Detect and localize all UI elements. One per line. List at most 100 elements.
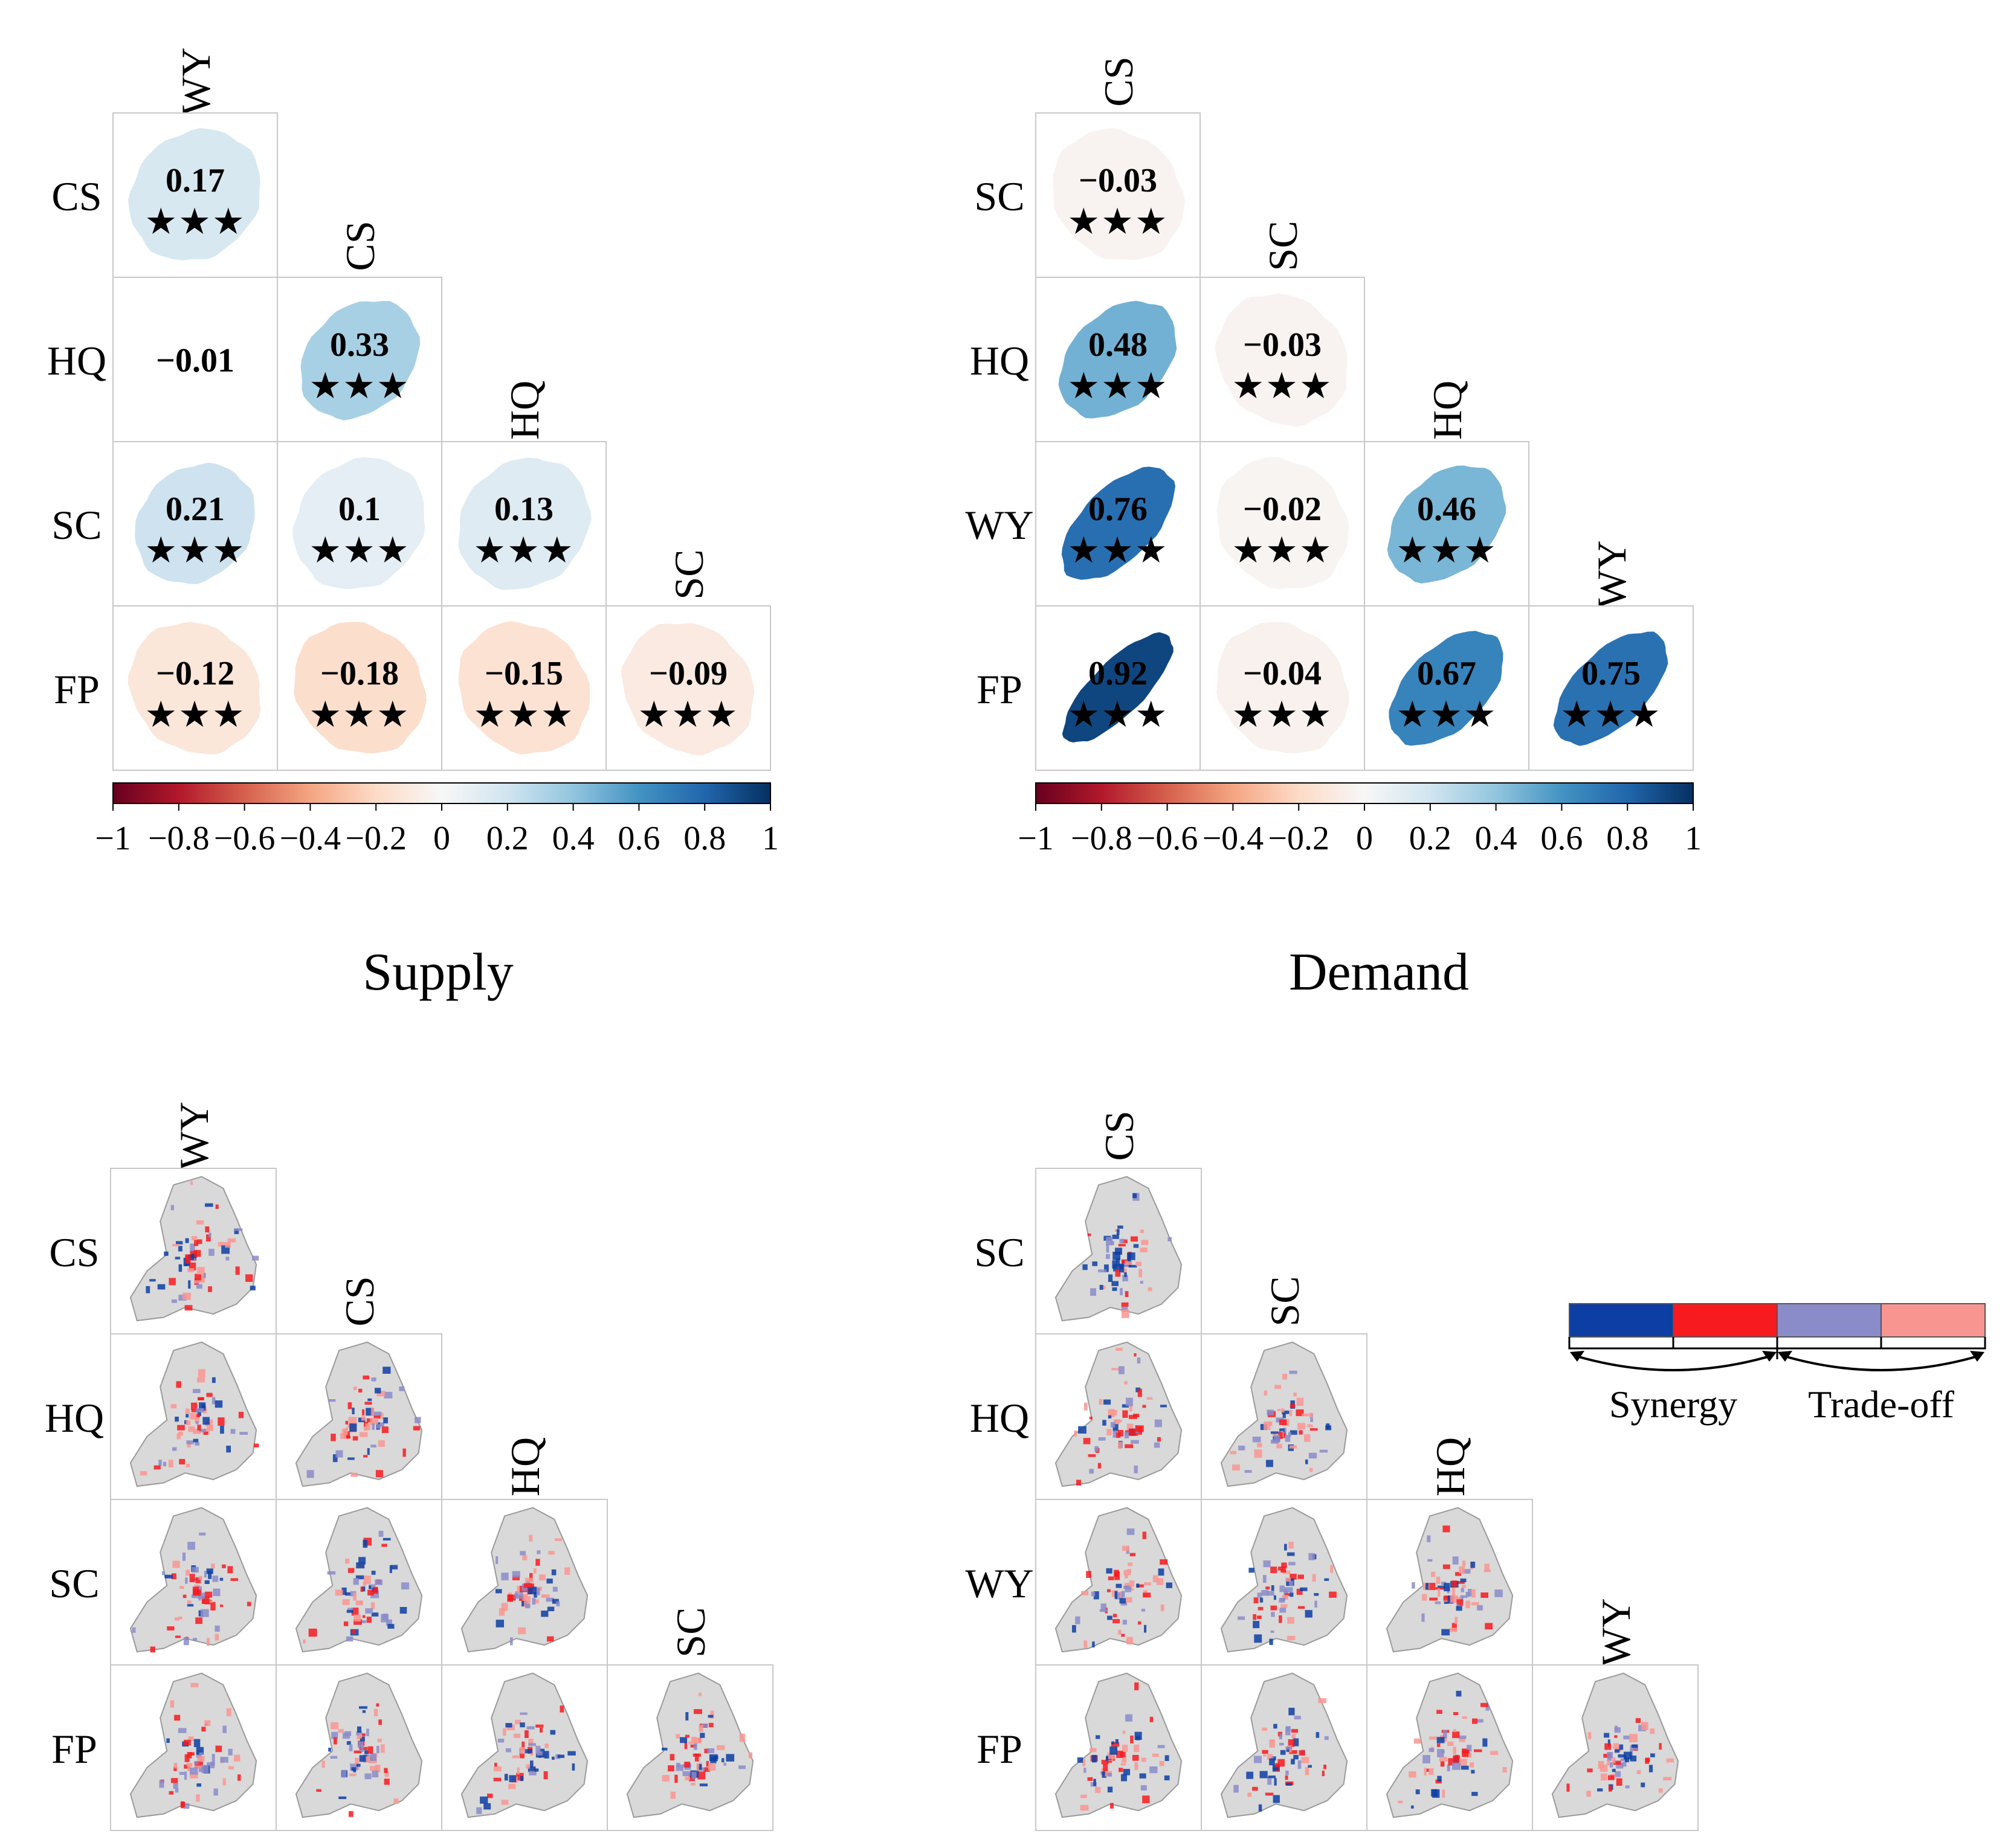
map-pixel-patch — [1083, 1438, 1091, 1444]
map-pixel-patch — [1613, 1743, 1619, 1750]
map-pixel-patch — [226, 1708, 231, 1716]
map-pixel-patch — [1297, 1606, 1305, 1609]
map-pixel-patch — [1274, 1778, 1277, 1786]
map-pixel-patch — [535, 1753, 544, 1758]
map-pixel-patch — [1480, 1702, 1488, 1707]
map-pixel-patch — [1080, 1805, 1089, 1811]
map-pixel-patch — [360, 1745, 364, 1752]
map-pixel-patch — [179, 1772, 185, 1775]
map-pixel-patch — [176, 1241, 183, 1244]
map-pixel-patch — [536, 1588, 540, 1595]
map-pixel-patch — [1125, 1444, 1134, 1449]
map-pixel-patch — [1132, 1193, 1137, 1199]
map-pixel-patch — [1296, 1397, 1304, 1406]
map-pixel-patch — [1142, 1531, 1146, 1539]
map-pixel-patch — [1280, 1408, 1285, 1413]
map-pixel-patch — [1280, 1569, 1287, 1573]
map-pixel-patch — [738, 1765, 746, 1769]
map-pixel-patch — [539, 1574, 546, 1581]
map-pixel-patch — [1636, 1770, 1641, 1774]
map-pixel-patch — [1100, 1603, 1106, 1611]
map-pixel-patch — [662, 1775, 670, 1782]
map-pixel-patch — [1119, 1238, 1125, 1244]
map-pixel-patch — [1089, 1417, 1093, 1420]
map-pixel-patch — [1648, 1765, 1653, 1772]
map-pixel-patch — [507, 1594, 513, 1602]
map-pixel-patch — [1259, 1771, 1268, 1779]
legend-label-tradeoff: Trade-off — [1808, 1383, 1954, 1426]
correlation-ellipse — [128, 622, 261, 755]
map-pixel-patch — [1119, 1768, 1123, 1772]
correlation-value: −0.12 — [156, 655, 234, 692]
map-pixel-patch — [1107, 1772, 1112, 1777]
map-pixel-patch — [1285, 1775, 1288, 1780]
map-pixel-patch — [723, 1762, 726, 1766]
map-pixel-patch — [1437, 1776, 1442, 1782]
map-pixel-patch — [1164, 1755, 1169, 1761]
map-pixel-patch — [543, 1771, 548, 1780]
map-pixel-patch — [526, 1764, 530, 1769]
map-pixel-patch — [179, 1459, 186, 1465]
map-pixel-patch — [196, 1783, 201, 1787]
map-pixel-patch — [1135, 1425, 1144, 1432]
map-pixel-patch — [1270, 1605, 1277, 1611]
legend-swatch-tradeoff-strong — [1673, 1303, 1778, 1338]
map-pixel-patch — [1086, 1571, 1091, 1578]
map-pixel-patch — [373, 1708, 378, 1716]
map-pixel-patch — [170, 1205, 174, 1211]
map-pixel-patch — [1138, 1621, 1141, 1625]
map-pixel-patch — [189, 1262, 196, 1270]
map-pixel-patch — [1106, 1244, 1109, 1253]
map-pixel-patch — [1120, 1752, 1126, 1757]
correlation-value: 0.13 — [494, 491, 554, 528]
map-pixel-patch — [341, 1769, 347, 1778]
correlation-value: −0.04 — [1243, 655, 1322, 692]
synergy-tradeoff-legend: Synergy Trade-off — [1568, 1303, 1986, 1426]
correlation-ellipse — [135, 462, 255, 584]
map-pixel-patch — [203, 1273, 206, 1278]
map-pixel-patch — [1435, 1779, 1442, 1784]
map-pixel-patch — [1459, 1566, 1465, 1574]
map-pixel-patch — [1429, 1597, 1438, 1601]
map-pixel-patch — [399, 1386, 405, 1391]
map-pixel-patch — [1324, 1578, 1329, 1581]
map-pixel-patch — [1122, 1275, 1128, 1281]
map-pixel-patch — [158, 1460, 162, 1466]
map-pixel-patch — [1152, 1575, 1158, 1583]
map-pixel-patch — [1082, 1264, 1088, 1270]
map-pixel-patch — [1325, 1425, 1332, 1431]
significance-stars: ★★★ — [1067, 695, 1168, 735]
map-pixel-patch — [358, 1741, 364, 1748]
row-label: WY — [965, 502, 1033, 548]
significance-stars: ★★★ — [1067, 366, 1168, 406]
map-pixel-patch — [389, 1565, 392, 1573]
map-pixel-patch — [1092, 1641, 1095, 1647]
map-pixel-patch — [222, 1725, 227, 1733]
map-pixel-patch — [1264, 1421, 1271, 1430]
map-pixel-patch — [1459, 1735, 1467, 1739]
map-pixel-patch — [178, 1264, 182, 1272]
map-pixel-patch — [184, 1771, 187, 1780]
map-pixel-patch — [676, 1765, 684, 1771]
map-pixel-patch — [191, 1409, 199, 1412]
map-pixel-patch — [1093, 1591, 1099, 1600]
map-pixel-patch — [351, 1767, 357, 1771]
map-pixel-patch — [1625, 1785, 1630, 1789]
map-pixel-patch — [132, 1627, 136, 1633]
map-pixel-patch — [167, 1626, 175, 1631]
map-pixel-patch — [1134, 1353, 1137, 1357]
map-pixel-patch — [354, 1750, 362, 1754]
map-pixel-patch — [704, 1748, 709, 1754]
map-pixel-patch — [1254, 1449, 1262, 1458]
map-pixel-patch — [1083, 1768, 1086, 1773]
map-pixel-patch — [1471, 1792, 1478, 1796]
map-pixel-patch — [1296, 1588, 1303, 1595]
significance-stars: ★★★ — [144, 530, 245, 570]
significance-stars: ★★★ — [1067, 530, 1168, 570]
map-pixel-patch — [210, 1602, 216, 1611]
map-pixel-patch — [1658, 1788, 1663, 1793]
colorbar-tick-label: −0.8 — [1071, 820, 1132, 857]
correlation-ellipse — [1216, 622, 1349, 754]
map-pixel-patch — [1444, 1583, 1450, 1591]
map-pixel-patch — [347, 1568, 354, 1573]
